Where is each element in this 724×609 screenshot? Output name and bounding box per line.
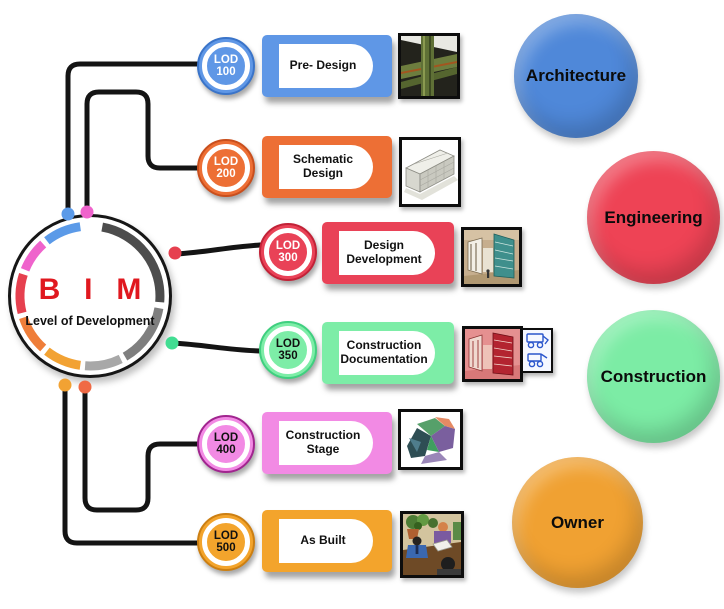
ring-segment-pink (20, 240, 47, 272)
lod-500-banner: As Built (262, 510, 392, 572)
role-circle-construction: Construction (587, 310, 720, 443)
connector-lod-200 (84, 89, 203, 217)
ring-segment-red (15, 273, 28, 314)
dot-lod-500 (78, 380, 92, 394)
bim-title: B I M (38, 272, 150, 306)
fabrication-model-image (398, 409, 463, 470)
ring-segment-midgray (122, 307, 164, 361)
lod-200-stage-label: Schematic Design (279, 145, 373, 189)
connector-lod-300 (173, 242, 263, 257)
office-meeting-image (400, 511, 464, 578)
bim-center-circle: B I M Level of Development (8, 214, 172, 378)
role-engineering-label: Engineering (604, 207, 703, 227)
construction-doc-image (462, 326, 523, 382)
bim-subtitle: Level of Development (25, 313, 155, 328)
lod-350-stage-label: Construction Documentation (339, 331, 435, 375)
design-rendering-image (461, 227, 522, 287)
lod-500-stage-label: As Built (279, 519, 373, 563)
lod-100-stage-label: Pre- Design (279, 44, 373, 88)
role-circle-architecture: Architecture (514, 14, 638, 138)
ring-segment-silver (84, 354, 123, 371)
lod-350-banner: Construction Documentation (322, 322, 454, 384)
connector-lod-100 (65, 61, 203, 219)
dot-lod-300 (168, 246, 182, 260)
connector-lod-400 (82, 386, 203, 513)
dot-lod-400 (58, 378, 72, 392)
lod-100-banner: Pre- Design (262, 35, 392, 97)
lod-300-stage-label: Design Development (339, 231, 435, 275)
massing-model-image (399, 137, 461, 207)
ring-segment-darkgray (101, 222, 165, 303)
role-owner-label: Owner (551, 512, 604, 532)
lod-400-stage-label: Construction Stage (279, 421, 373, 465)
role-circle-engineering: Engineering (587, 151, 720, 284)
blueprint-equipment-image (521, 328, 553, 373)
lod-ring (15, 222, 165, 371)
rebar-columns-image (398, 33, 460, 99)
connector-lod-350 (170, 340, 263, 354)
role-construction-label: Construction (600, 366, 707, 386)
connector-lod-500 (62, 384, 203, 546)
ring-segment-orange (19, 316, 47, 352)
lod-400-banner: Construction Stage (262, 412, 392, 474)
role-architecture-label: Architecture (525, 66, 627, 85)
lod-200-banner: Schematic Design (262, 136, 392, 198)
lod-300-banner: Design Development (322, 222, 454, 284)
role-circle-owner: Owner (512, 457, 643, 588)
ring-segment-blue (44, 222, 82, 245)
ring-segment-amber (44, 347, 82, 370)
